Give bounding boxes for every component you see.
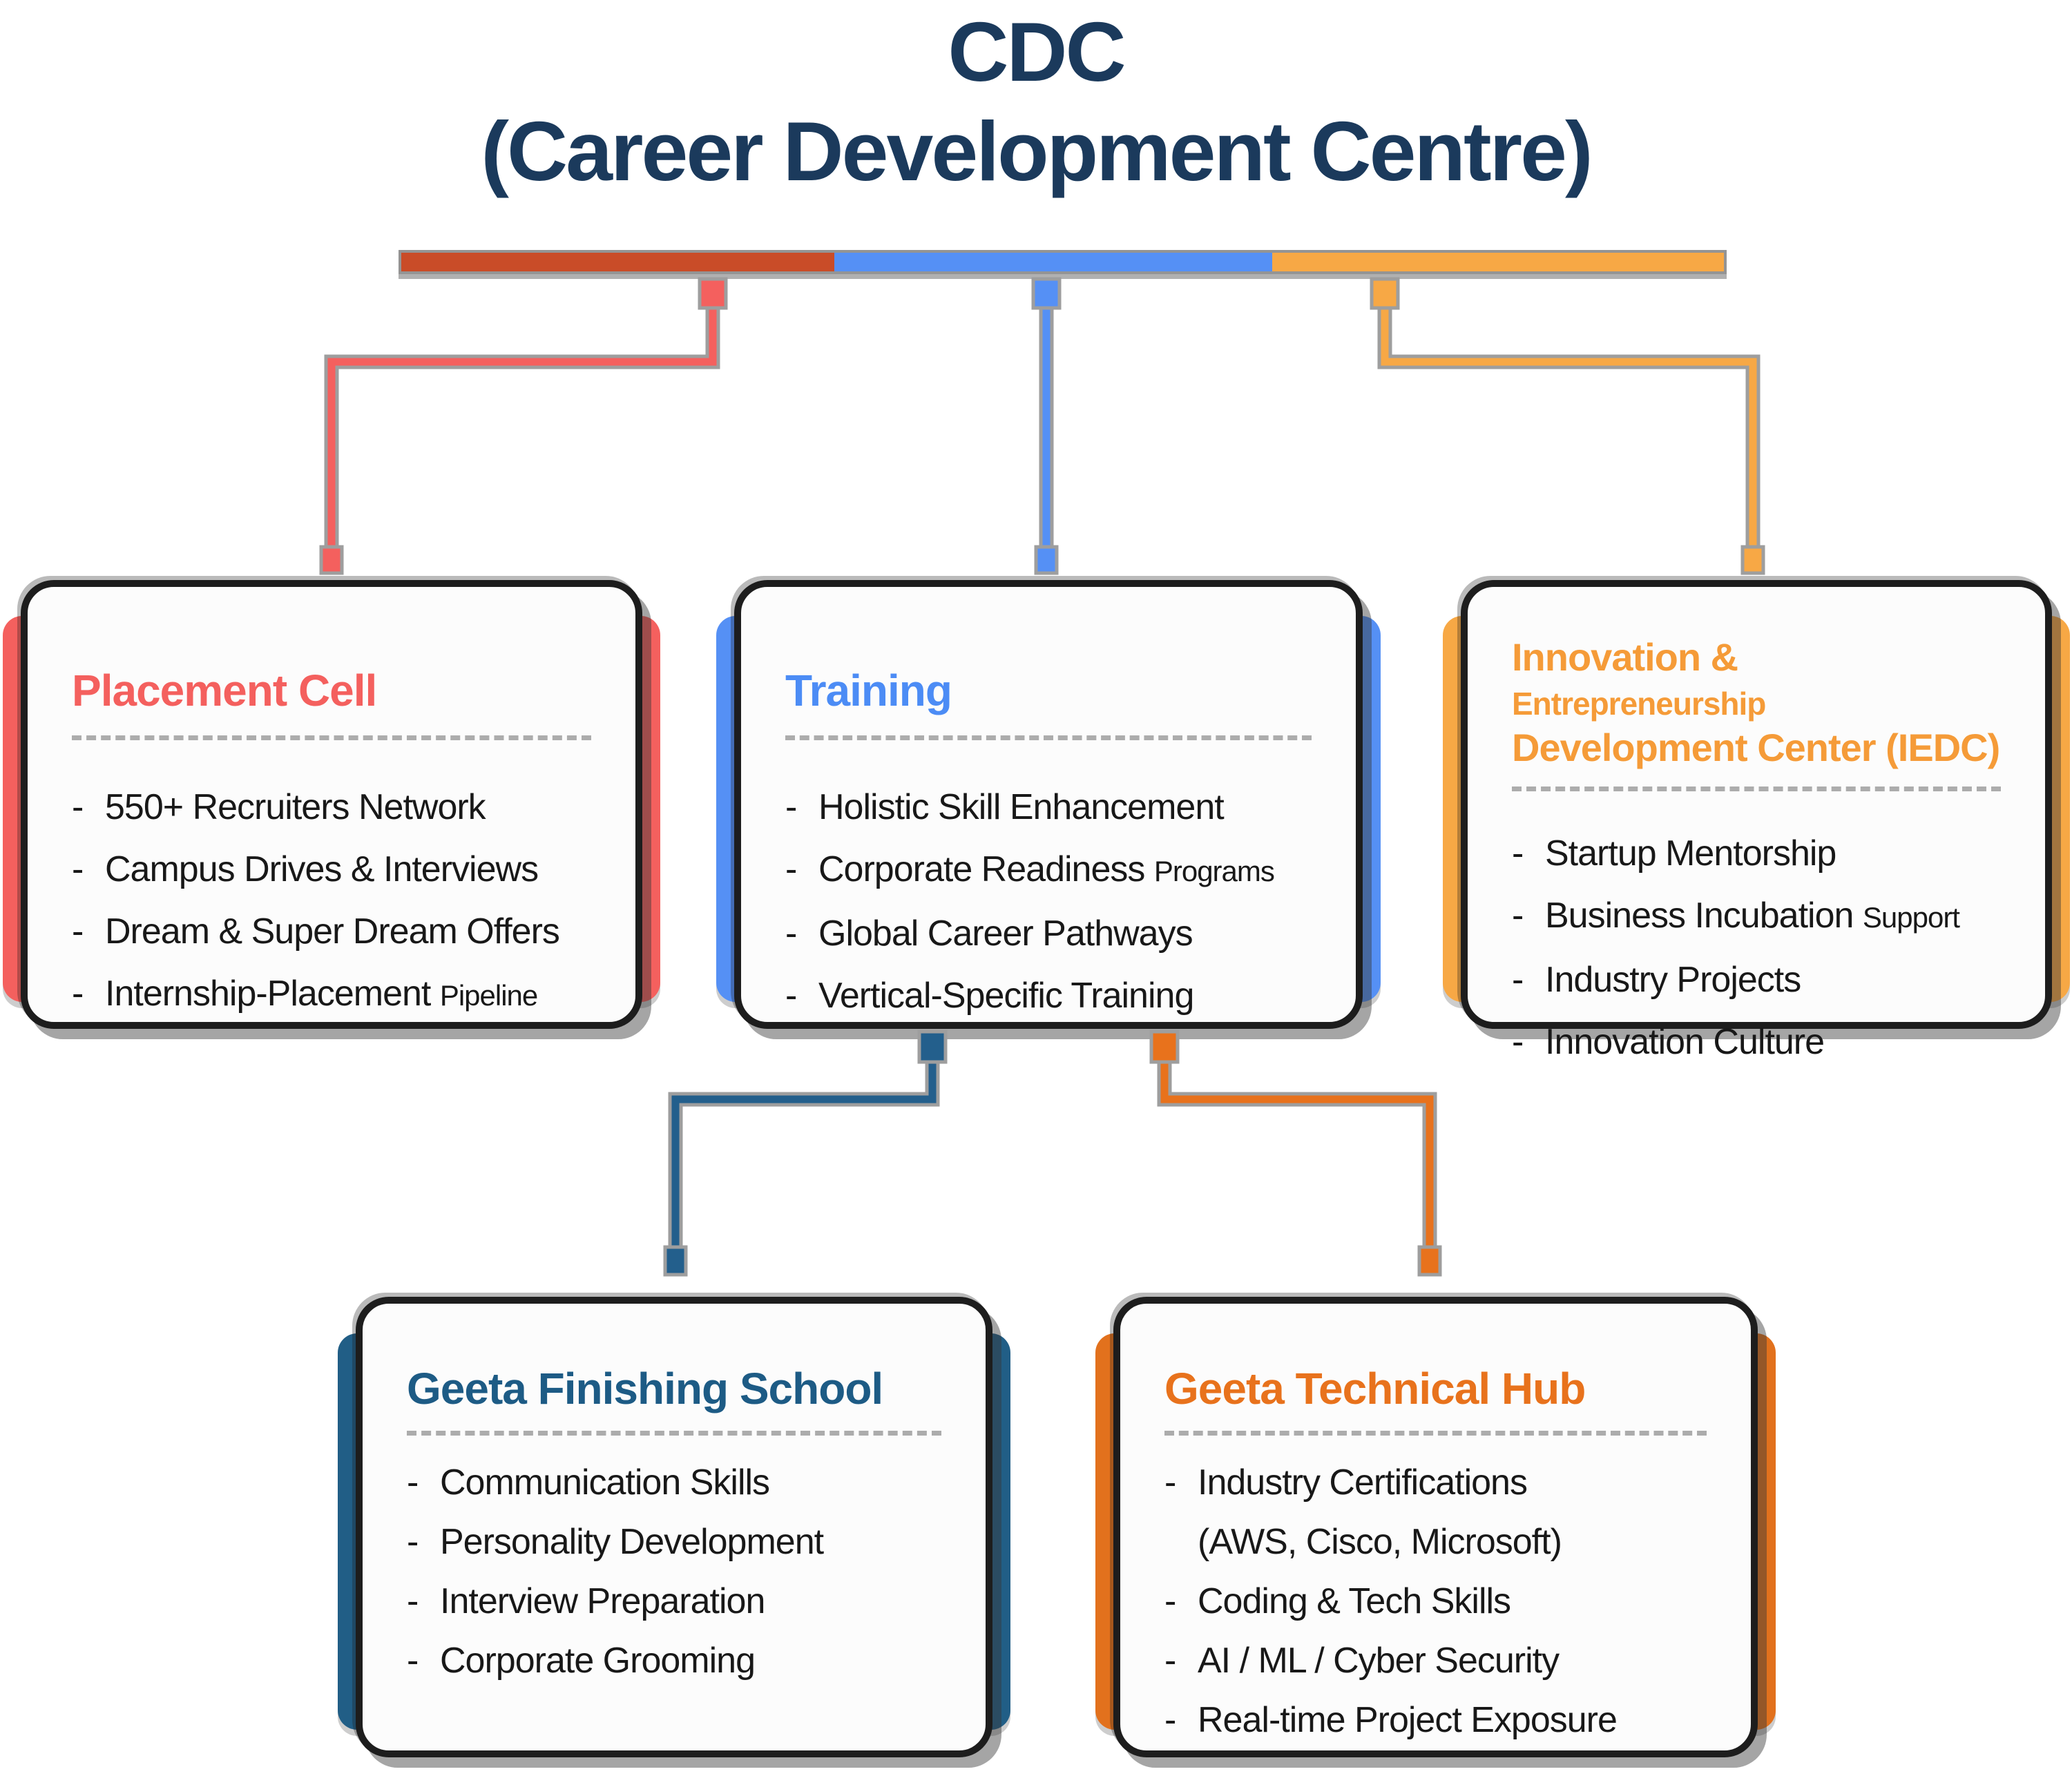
- stub-end-placement: [319, 545, 344, 575]
- list-item: -Real-time Project Exposure: [1164, 1700, 1618, 1740]
- dashed-divider: [407, 1431, 941, 1436]
- stub-end-technical: [1417, 1245, 1442, 1277]
- card-title-finishing: Geeta Finishing School: [407, 1364, 883, 1413]
- card-placement-cell: Placement Cell -550+ Recruiters Network …: [3, 580, 660, 1029]
- page-title-line2: (Career Development Centre): [481, 104, 1593, 198]
- dashed-divider: [785, 735, 1312, 740]
- list-item: -Vertical-Specific Training: [785, 976, 1194, 1016]
- list-item-wrap: (AWS, Cisco, Microsoft): [1198, 1522, 1562, 1562]
- list-item: -Dream & Super Dream Offers: [72, 911, 560, 952]
- card-training: Training -Holistic Skill Enhancement -Co…: [716, 580, 1381, 1029]
- legend-segment-placement: [401, 253, 834, 271]
- stub-top-finishing: [917, 1030, 948, 1064]
- card-title-training: Training: [785, 666, 952, 715]
- connector-iedc: [1381, 305, 1757, 559]
- list-item: -Corporate Readiness Programs: [785, 849, 1275, 889]
- stub-top-training: [1031, 277, 1062, 310]
- dashed-divider: [1512, 786, 2001, 791]
- list-item: -Holistic Skill Enhancement: [785, 787, 1225, 827]
- connector-finishing: [671, 1039, 937, 1251]
- connector-technical: [1160, 1039, 1434, 1251]
- legend-bar: [399, 250, 1727, 274]
- stub-top-technical: [1149, 1030, 1180, 1064]
- list-item: -Campus Drives & Interviews: [72, 849, 539, 889]
- connector-placement: [327, 305, 717, 559]
- card-title-placement: Placement Cell: [72, 666, 377, 715]
- connector-iedc-casing: [1377, 305, 1761, 559]
- list-item: -Communication Skills: [407, 1463, 770, 1503]
- connector-technical-casing: [1157, 1039, 1437, 1251]
- list-item: -Interview Preparation: [407, 1581, 765, 1621]
- page-title: CDC (Career Development Centre): [0, 3, 2072, 202]
- list-item: -Business Incubation Support: [1512, 896, 1960, 936]
- list-item: -AI / ML / Cyber Security: [1164, 1641, 1560, 1681]
- list-item: -Coding & Tech Skills: [1164, 1581, 1511, 1621]
- stub-end-training: [1034, 545, 1059, 575]
- list-item: -Industry Projects: [1512, 960, 1801, 1000]
- list-item: -Personality Development: [407, 1522, 824, 1562]
- list-item: -Internship-Placement Pipeline: [72, 974, 538, 1014]
- stub-end-iedc: [1740, 545, 1765, 575]
- list-item: -Industry Certifications: [1164, 1463, 1528, 1503]
- connector-placement-casing: [324, 305, 720, 559]
- list-item: -Global Career Pathways: [785, 914, 1193, 954]
- stub-top-placement: [698, 277, 728, 310]
- page-title-line1: CDC: [948, 5, 1126, 99]
- card-title-technical: Geeta Technical Hub: [1164, 1364, 1586, 1413]
- list-item: -Startup Mentorship: [1512, 833, 1836, 873]
- stub-end-finishing: [663, 1245, 688, 1277]
- card-geeta-finishing-school: Geeta Finishing School -Communication Sk…: [338, 1297, 1010, 1757]
- list-item: -Innovation Culture: [1512, 1022, 1825, 1062]
- card-geeta-technical-hub: Geeta Technical Hub -Industry Certificat…: [1095, 1297, 1776, 1757]
- list-item: -Corporate Grooming: [407, 1641, 756, 1681]
- dashed-divider: [72, 735, 591, 740]
- legend-segment-iedc: [1272, 253, 1724, 271]
- stub-top-iedc: [1370, 277, 1400, 310]
- dashed-divider: [1164, 1431, 1707, 1436]
- list-item: -550+ Recruiters Network: [72, 787, 486, 827]
- connector-finishing-casing: [668, 1039, 940, 1251]
- legend-segment-training: [834, 253, 1272, 271]
